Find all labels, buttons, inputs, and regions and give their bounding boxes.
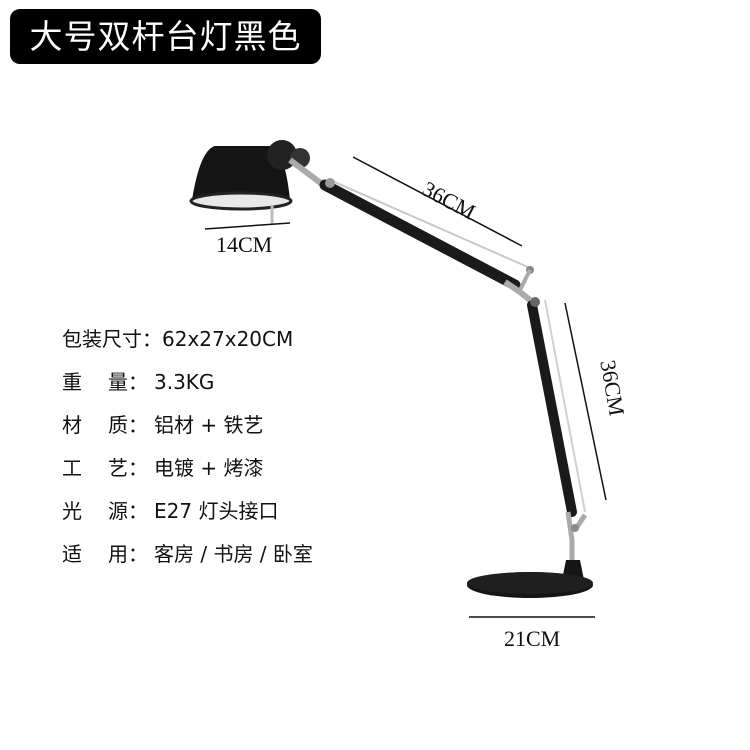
spec-label: 光 — [62, 499, 82, 523]
spec-label: 用 — [108, 542, 128, 566]
spec-row-light-source: 光 源：E27 灯头接口 — [62, 490, 313, 533]
lower-arm-dimension-line — [564, 302, 607, 501]
spec-label: 质 — [108, 413, 128, 437]
product-title-banner: 大号双杆台灯黑色 — [10, 9, 321, 64]
base-width-label: 21CM — [504, 626, 561, 651]
spec-separator: ： — [128, 499, 148, 523]
spec-label: 材 — [62, 413, 82, 437]
spec-value: E27 灯头接口 — [154, 499, 279, 523]
spec-label: 源 — [108, 499, 128, 523]
shade-width-label: 14CM — [216, 232, 273, 257]
spec-label: 艺 — [108, 456, 128, 480]
product-title: 大号双杆台灯黑色 — [29, 17, 302, 56]
spec-separator: ： — [128, 456, 148, 480]
spec-row-material: 材 质：铝材 + 铁艺 — [62, 404, 313, 447]
lamp-shade-icon — [189, 140, 332, 225]
spec-row-craft: 工 艺：电镀 + 烤漆 — [62, 447, 313, 490]
spec-label: 重 — [62, 370, 82, 394]
spec-value: 3.3KG — [154, 370, 215, 394]
spec-separator: ： — [142, 327, 162, 351]
lamp-base-icon — [467, 560, 593, 598]
spec-label: 包装尺寸 — [62, 327, 142, 351]
spec-value: 电镀 + 烤漆 — [154, 456, 264, 480]
spec-separator: ： — [128, 370, 148, 394]
spec-row-weight: 重 量：3.3KG — [62, 361, 313, 404]
spec-value: 铝材 + 铁艺 — [154, 413, 264, 437]
spec-separator: ： — [128, 413, 148, 437]
spec-label: 适 — [62, 542, 82, 566]
spec-row-package-size: 包装尺寸：62x27x20CM — [62, 318, 313, 361]
spec-label: 量 — [108, 370, 128, 394]
upper-arm-icon — [319, 178, 534, 303]
spec-value: 客房 / 书房 / 卧室 — [154, 542, 313, 566]
spec-row-usage: 适 用：客房 / 书房 / 卧室 — [62, 533, 313, 576]
lower-arm-icon — [527, 297, 588, 565]
upper-arm-dimension-line — [352, 156, 523, 247]
spec-label: 工 — [62, 456, 82, 480]
spec-separator: ： — [128, 542, 148, 566]
spec-list: 包装尺寸：62x27x20CM 重量：3.3KG 材质：铝材 + 铁艺 工艺：电… — [62, 318, 313, 576]
shade-dimension-line — [204, 222, 291, 230]
spec-value: 62x27x20CM — [162, 327, 294, 351]
